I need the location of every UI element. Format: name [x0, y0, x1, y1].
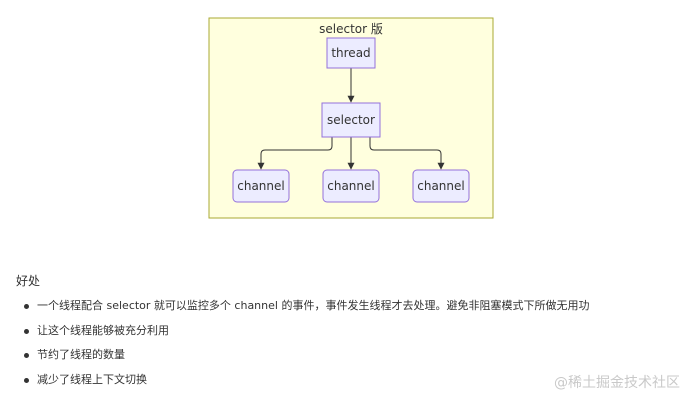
edge-selector-to-channel-3: [369, 137, 445, 170]
list-item: 让这个线程能够被充分利用: [23, 321, 589, 346]
list-item: 节约了线程的数量: [23, 345, 589, 370]
node-thread-label: thread: [331, 46, 370, 60]
edge-selector-to-channel-1: [257, 137, 333, 170]
list-item: 一个线程配合 selector 就可以监控多个 channel 的事件，事件发生…: [23, 296, 589, 321]
node-selector: [321, 102, 381, 138]
node-channel-3-label: channel: [417, 179, 464, 193]
benefits-heading: 好处: [16, 274, 41, 288]
subgraph-title: selector 版: [319, 22, 383, 36]
node-channel-2-label: channel: [327, 179, 374, 193]
benefits-list: 一个线程配合 selector 就可以监控多个 channel 的事件，事件发生…: [0, 296, 589, 394]
node-selector-label: selector: [327, 113, 375, 127]
list-item: 减少了线程上下文切换: [23, 370, 589, 395]
node-channel-1: [232, 169, 290, 203]
node-channel-1-label: channel: [237, 179, 284, 193]
node-channel-2: [322, 169, 380, 203]
watermark: @稀土掘金技术社区: [554, 375, 680, 391]
node-thread: [326, 37, 376, 69]
flowchart: selector 版 thread selector channel chann…: [208, 17, 494, 219]
node-channel-3: [412, 169, 470, 203]
